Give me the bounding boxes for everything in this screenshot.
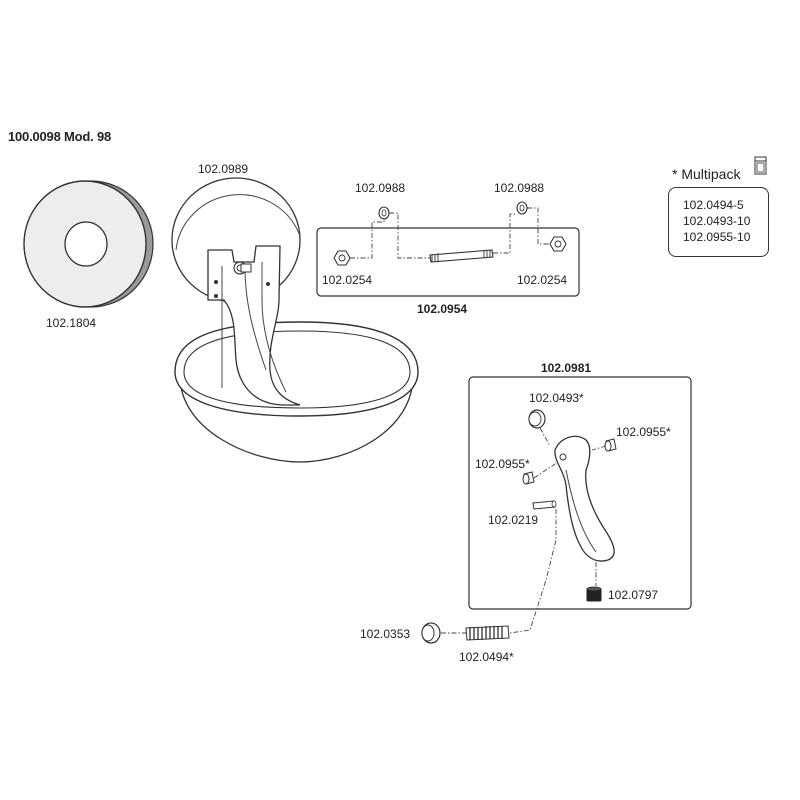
lever-group-box [468, 376, 692, 610]
label-lever-pin-left: 102.0955* [475, 457, 530, 471]
left-washer-part [378, 206, 390, 220]
label-lever-group: 102.0981 [541, 361, 592, 375]
label-nut-left: 102.0254 [322, 273, 373, 287]
label-axle-group: 102.0954 [417, 302, 468, 316]
label-washer-left: 102.0988 [355, 181, 406, 195]
label-disc-back: 102.1804 [46, 316, 97, 330]
right-nut-part [549, 236, 567, 252]
lever-pin-shaft-part [532, 500, 557, 510]
lever-pad-part [586, 586, 602, 602]
axle-group-box [316, 227, 580, 297]
lever-ring-part [528, 409, 546, 429]
diagram-title: 100.0098 Mod. 98 [8, 129, 112, 144]
multipack-item: 102.0493-10 [683, 214, 751, 228]
bowl-part [174, 245, 419, 463]
multipack-title: * Multipack [672, 166, 741, 182]
multipack-list: 102.0494-5 102.0493-10 102.0955-10 [668, 187, 769, 257]
back-disc-part [23, 180, 154, 308]
left-nut-part [333, 250, 351, 266]
valve-spring-part [465, 625, 510, 641]
multipack-item: 102.0494-5 [683, 198, 744, 212]
label-valve-spring: 102.0494* [459, 650, 514, 664]
valve-cap-part [421, 622, 441, 644]
label-nut-right: 102.0254 [517, 273, 568, 287]
lever-parts [509, 409, 617, 634]
box-icon [754, 156, 767, 175]
valve-parts [421, 622, 510, 644]
right-washer-part [516, 201, 528, 215]
lever-pin-right-part [604, 438, 617, 452]
lever-body-part [554, 435, 615, 562]
label-lever-pin-right: 102.0955* [616, 425, 671, 439]
label-valve-cap: 102.0353 [360, 627, 411, 641]
label-lever-ring: 102.0493* [529, 391, 584, 405]
axle-parts [333, 201, 567, 266]
label-lever-pad: 102.0797 [608, 588, 659, 602]
label-lever-pin-shaft: 102.0219 [488, 513, 539, 527]
multipack-item: 102.0955-10 [683, 230, 751, 244]
lever-pin-left-part [522, 471, 535, 485]
label-disc-top: 102.0989 [198, 162, 249, 176]
label-washer-right: 102.0988 [494, 181, 545, 195]
axle-rod-part [429, 249, 494, 263]
